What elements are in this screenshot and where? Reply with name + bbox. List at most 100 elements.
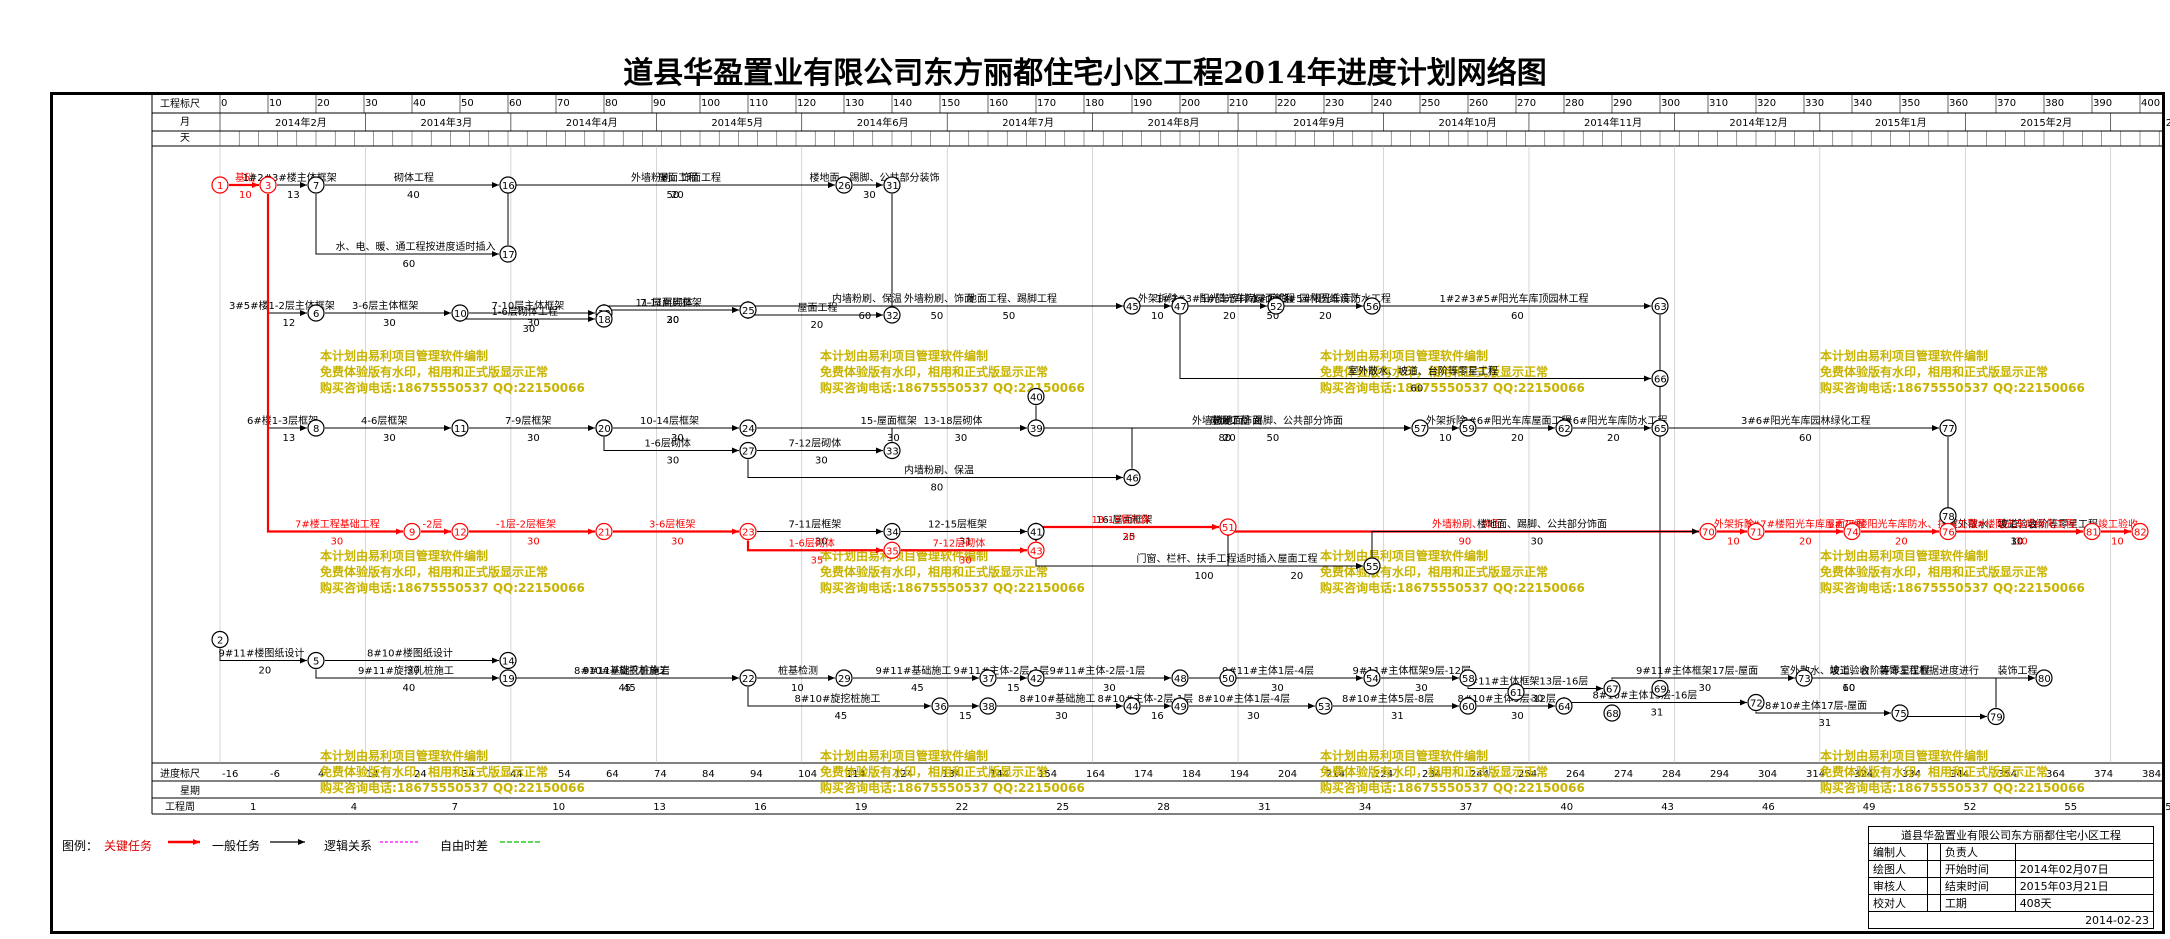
event-node-label: 61 [1510,688,1523,699]
task-label: 地面工程、踢脚工程 [967,292,1057,305]
bottom-ruler-label: 314 [1806,769,1825,780]
task-duration: 30 [383,318,396,329]
task-arrow [1467,687,1603,689]
bottom-ruler-label: 34 [462,769,475,780]
bottom-ruler-label: -6 [270,769,280,780]
ruler-label: 220 [1277,98,1296,109]
event-node [739,301,757,319]
bottom-ruler-label: 294 [1710,769,1729,780]
event-node [739,669,757,687]
bottom-ruler-label: 244 [1470,769,1489,780]
bottom-ruler-label: 224 [1374,769,1393,780]
event-node [307,176,325,194]
month-label: 2014年11月 [1584,116,1642,129]
task-label: 10-14层框架 [640,414,699,427]
task-label: 屋面工程 [1210,415,1250,427]
event-node-label: 60 [1462,702,1475,713]
task-arrowhead [732,528,739,535]
event-node [1123,468,1141,487]
task-label: 1-6层砌体工程 [492,306,558,318]
task-label: 3#5#楼1-2层主体框架 [229,299,335,312]
event-node [1555,419,1573,437]
task-label: 水、电、暖、通工程按进度适时插入 [336,240,496,253]
task-duration: 45 [911,683,924,694]
task-label: 1-6层砌体 [645,438,691,450]
event-node-label: 49 [1174,702,1187,713]
watermark-text: 免费体验版有水印，相用和正式版显示正常 [1820,364,2048,379]
task-label: 8#10#旋挖桩施工 [795,692,881,705]
event-node [1747,693,1765,712]
watermark-text: 免费体验版有水印，相用和正式版显示正常 [820,564,1048,579]
ruler-label: 170 [1037,98,1056,109]
event-node [211,630,229,649]
event-node [499,669,517,687]
week-label: 16 [754,802,767,813]
task-arrow [1611,677,1795,680]
task-label: 桩基检测 [778,664,818,677]
task-label: 7-10层主体框架 [492,299,565,312]
event-node-label: 77 [1942,424,1955,435]
event-node [1219,518,1237,536]
task-arrowhead [828,182,835,188]
watermark-text: 本计划由易利项目管理软件编制 [1820,748,1988,763]
task-arrowhead [300,425,307,431]
event-node-label: 54 [1366,674,1379,685]
ruler-label: 10 [269,98,282,109]
task-arrow [603,437,739,451]
watermark-text: 购买咨询电话:18675550537 QQ:22150066 [1320,580,1585,595]
task-duration: 10 [791,683,804,694]
task-arrowhead [1644,375,1651,382]
task-duration: 20 [1319,311,1332,322]
tb-cell [2014,843,2155,861]
event-node [595,522,613,541]
ruler-label: 110 [749,98,768,109]
legend-normal-arrow [298,839,305,845]
watermark-text: 购买咨询电话:18675550537 QQ:22150066 [820,780,1085,795]
event-node-label: 48 [1174,674,1187,685]
task-duration: 50 [1003,311,1016,322]
event-node [1651,369,1669,388]
event-node-label: 21 [598,528,611,539]
event-node [1027,419,1045,437]
task-label: 外架拆除 [1714,518,1754,531]
bottom-ruler-label: 384 [2142,769,2161,780]
task-label: 8#10#主体-2层-1层 [1098,693,1194,705]
ruler-label: 330 [1805,98,1824,109]
event-node [2083,522,2101,541]
task-label: 屋面工程 [798,302,838,314]
watermark-text: 免费体验版有水印，相用和正式版显示正常 [820,364,1048,379]
task-label: 9#11#主体框架13层-16层 [1464,675,1589,688]
event-node [307,419,325,437]
bottom-ruler-label: 74 [654,769,667,780]
task-duration: 20 [1291,571,1304,582]
task-arrowhead [1116,303,1123,309]
task-arrow [1899,716,1987,722]
task-arrowhead [732,307,739,313]
task-label: 楼地面、踢脚、公共部分饰面 [1477,518,1607,531]
task-label: 7#楼工程基础工程 [295,518,380,531]
task-label: 8#10#楼图纸设计 [367,647,453,660]
task-duration: 40 [407,190,420,201]
watermark-text: 免费体验版有水印，相用和正式版显示正常 [1320,764,1548,779]
task-arrowhead [1788,675,1795,681]
task-duration: 10 [239,190,252,201]
task-arrowhead [1452,425,1459,431]
event-node [835,176,853,194]
event-node [1363,297,1381,315]
event-node-label: 55 [1366,562,1379,573]
event-node [1651,419,1669,437]
ruler-label: 250 [1421,98,1440,109]
task-duration: 31 [959,537,972,548]
task-arrowhead [492,182,499,188]
task-arrowhead [300,310,307,316]
event-node-label: 56 [1366,302,1379,313]
task-arrow [267,194,307,314]
task-arrow [219,648,307,661]
task-label: 9#11#主体框架9层-12层 [1353,664,1472,677]
event-node [1795,669,1813,687]
task-label: 室外散水、坡道、台阶等零星工程 [1348,365,1498,378]
task-label: 9#11#主体-2层-1层 [954,665,1050,677]
month-label: 2014年9月 [1293,116,1345,129]
task-arrowhead [588,425,595,431]
event-node [883,541,901,559]
